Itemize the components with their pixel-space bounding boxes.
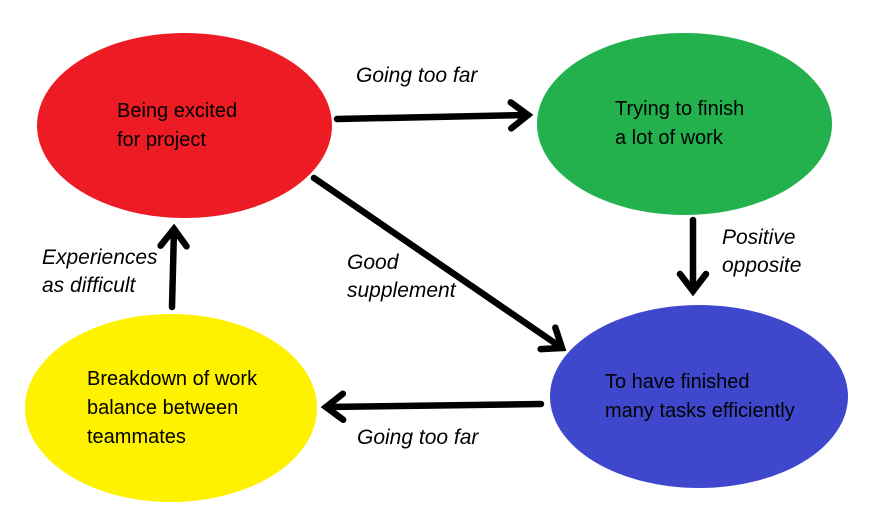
node-work-breakdown: Breakdown of work balance between teamma… <box>25 314 317 502</box>
node-being-excited-label: Being excited for project <box>117 99 238 151</box>
arrow-excited-to-trying <box>333 99 534 132</box>
arrow-breakdown-to-excited <box>157 223 190 311</box>
edge-label-good-supplement: Good supplement <box>347 251 456 302</box>
node-finished-tasks-label: To have finished many tasks efficiently <box>605 370 795 422</box>
edge-label-going-too-far-top: Going too far <box>356 64 478 87</box>
edge-label-going-too-far-bottom: Going too far <box>357 426 479 449</box>
node-finished-tasks: To have finished many tasks efficiently <box>550 305 848 488</box>
node-trying-to-finish: Trying to finish a lot of work <box>537 33 832 215</box>
node-trying-to-finish-label: Trying to finish a lot of work <box>615 98 745 149</box>
node-work-breakdown-label: Breakdown of work balance between teamma… <box>87 367 258 448</box>
node-being-excited: Being excited for project <box>37 33 332 218</box>
arrow-excited-to-finished <box>310 174 567 353</box>
edge-label-experiences-as-difficult: Experiences as difficult <box>42 246 158 297</box>
edge-label-positive-opposite: Positive opposite <box>722 226 802 277</box>
arrow-finished-to-breakdown <box>320 390 545 424</box>
